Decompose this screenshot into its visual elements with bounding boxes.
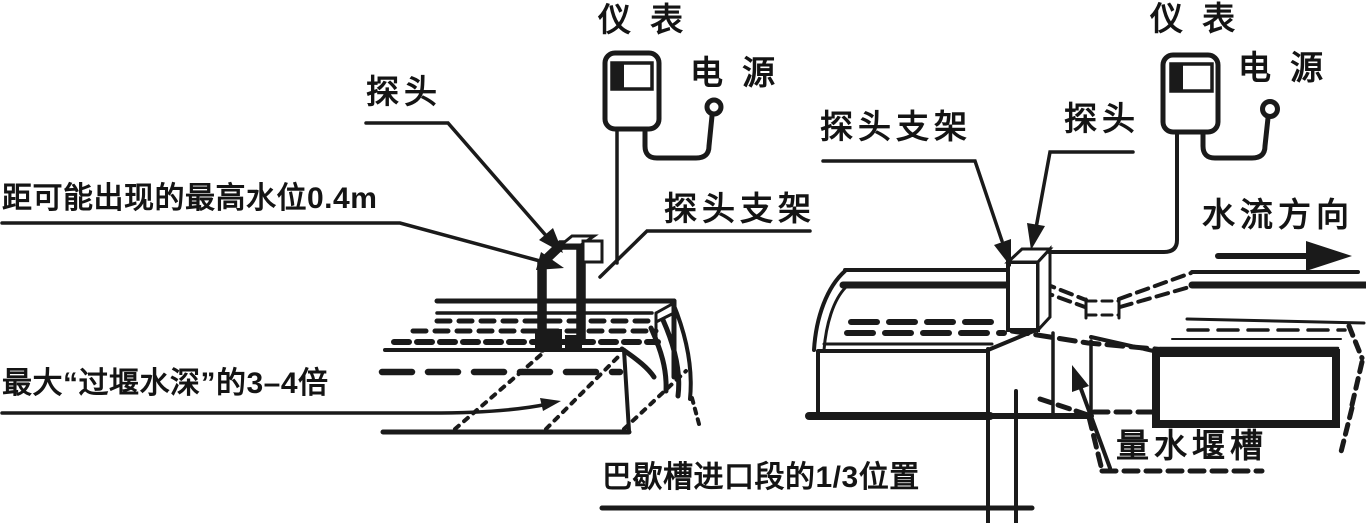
- flume-throat-dashed: [1084, 299, 1121, 317]
- max-level-leader-arrowhead: [536, 252, 564, 270]
- left-instrument-label: 仪 表: [598, 1, 689, 38]
- meter-screen-dark: [1171, 64, 1183, 91]
- probe-bracket-top-face: [556, 234, 599, 247]
- probe-sensor: [565, 335, 582, 348]
- left-weir-diagram: [0, 50, 812, 435]
- weir-depth-leader-line: [0, 402, 550, 415]
- left-bracket-label: 探头支架: [664, 190, 816, 227]
- probe-leader-line: [364, 121, 551, 241]
- right-flow-direction-label: 水流方向: [1202, 196, 1354, 233]
- bracket-leader-line: [598, 229, 812, 279]
- flume-front-hidden-dashed: [1009, 328, 1181, 354]
- meter-probe-cable: [1047, 130, 1179, 254]
- left-weir-depth-label: 最大“过堰水深”的3–4倍: [2, 367, 329, 400]
- flume-bank-front-face: [816, 347, 990, 418]
- flume-leader-arrowhead: [1072, 365, 1089, 392]
- flume-hidden-dashed: [1086, 414, 1104, 469]
- meter-body: [1160, 52, 1221, 135]
- right-power-label: 电 源: [1238, 49, 1329, 86]
- flume-leader-line: [1075, 376, 1112, 470]
- weir-nappe-curve: [671, 301, 693, 401]
- right-probe-label: 探头: [1064, 100, 1140, 137]
- power-plug: [1260, 99, 1280, 119]
- left-power-label: 电 源: [690, 54, 781, 91]
- right-instrument-label: 仪 表: [1150, 0, 1241, 37]
- downstream-wing-dashed: [1338, 323, 1365, 455]
- tank-hidden-edge-dotted: [453, 351, 545, 431]
- inlet-position-lines: [986, 389, 1018, 523]
- probe-leader-line: [1034, 150, 1135, 230]
- tank-right-edge: [622, 348, 631, 433]
- probe-bracket-mount-box: [581, 239, 604, 264]
- right-bracket-label: 探头支架: [820, 108, 972, 145]
- flow-direction-arrowhead: [1306, 241, 1352, 271]
- right-flume-diagram: [599, 52, 1366, 523]
- weir-nappe-curve: [660, 317, 682, 399]
- meter-power-cable: [1200, 115, 1271, 161]
- flume-diverge-dashed: [1117, 271, 1193, 301]
- downstream-front-edge: [1185, 317, 1366, 325]
- meter-power-cable: [642, 113, 715, 161]
- flume-diverge-dashed: [1118, 284, 1195, 309]
- downstream-right-bank-block: [1152, 349, 1340, 428]
- weir-depth-leader-tick: [540, 398, 561, 411]
- right-flume-label: 量水堰槽: [1116, 427, 1268, 464]
- flume-probe-box: [1006, 260, 1040, 332]
- tank-hidden-edge-dotted: [544, 354, 621, 431]
- weir-nappe-curve: [648, 325, 669, 394]
- flume-wing-curve: [812, 269, 847, 352]
- probe-leader-arrowhead: [1027, 223, 1045, 250]
- probe-sensor: [535, 329, 562, 349]
- max-level-leader-line: [0, 221, 542, 263]
- flume-hidden-dashed: [1037, 396, 1091, 418]
- weir-nappe-dotted-tail: [690, 396, 701, 426]
- bracket-leader-arrowhead: [994, 239, 1011, 267]
- probe-leader-arrowhead: [539, 228, 563, 253]
- bracket-leader-line: [821, 159, 1004, 243]
- meter-screen-dark: [612, 63, 624, 89]
- left-max-level-label: 距可能出现的最高水位0.4m: [2, 182, 378, 215]
- tank-hidden-edge-dotted: [622, 369, 688, 431]
- left-probe-label: 探头: [366, 73, 442, 110]
- flume-probe-box-side: [1036, 245, 1052, 334]
- right-inlet-position-label: 巴歇槽进口段的1/3位置: [602, 461, 920, 494]
- meter-body: [602, 50, 662, 132]
- flume-front-converge-edge: [986, 328, 1038, 352]
- power-plug: [704, 97, 724, 117]
- flume-front-diverge-edge: [1089, 335, 1160, 354]
